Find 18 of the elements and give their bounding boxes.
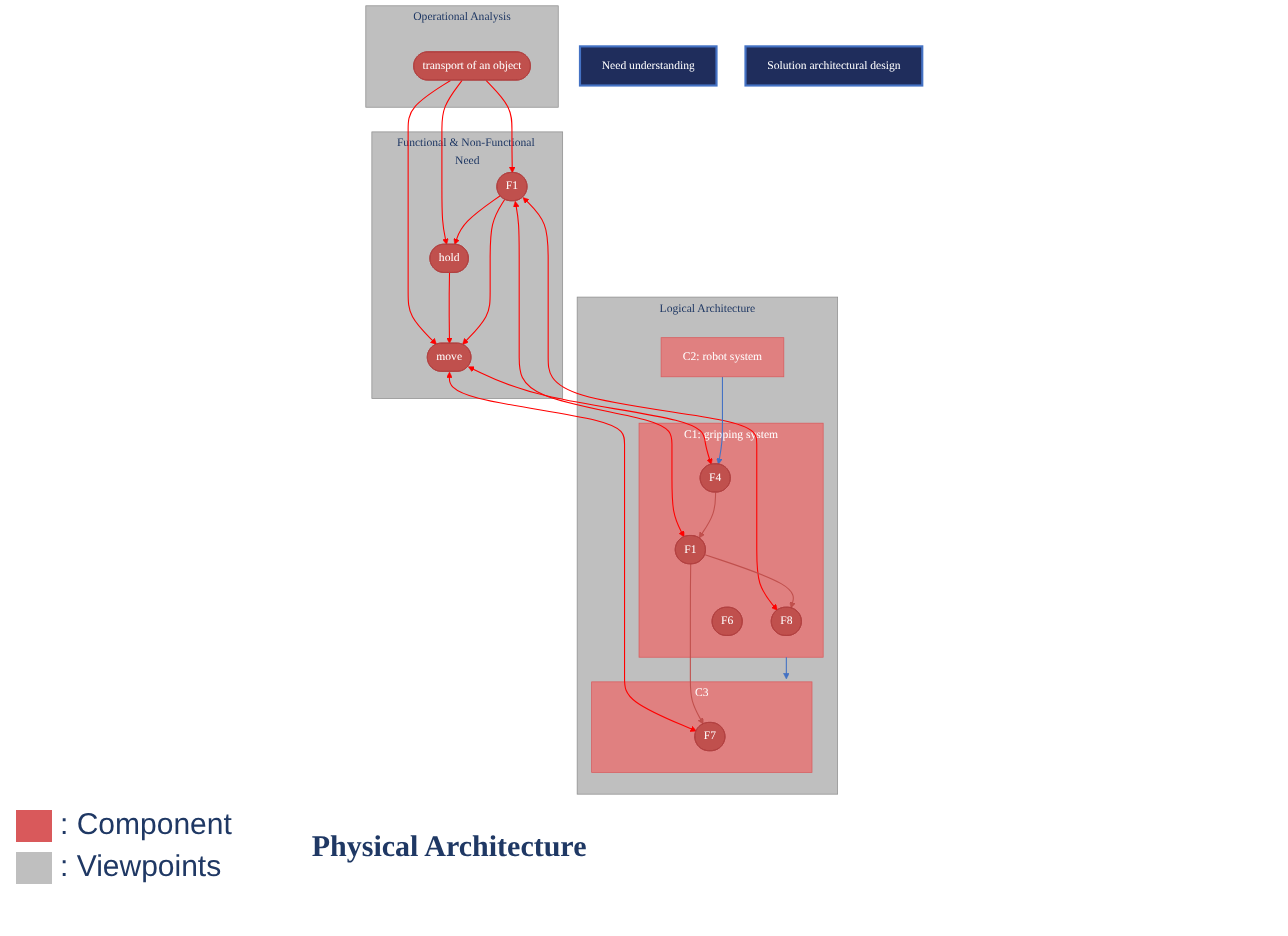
arrow (462, 198, 506, 345)
arrow (704, 554, 796, 609)
legend-label: : Component (60, 808, 232, 842)
arrow (446, 371, 697, 732)
arrow (446, 272, 453, 344)
arrow (698, 491, 717, 539)
arrow (407, 79, 452, 345)
arrow (485, 79, 516, 174)
arrow (513, 200, 685, 538)
arrow (783, 656, 790, 680)
arrow (689, 563, 704, 725)
arrow (468, 366, 713, 465)
arrow (453, 195, 501, 245)
arrow (716, 376, 723, 465)
arrow (522, 197, 778, 611)
arrow (441, 79, 463, 245)
layer-label: Physical Architecture (311, 832, 587, 866)
legend-label: : Viewpoints (60, 850, 222, 884)
